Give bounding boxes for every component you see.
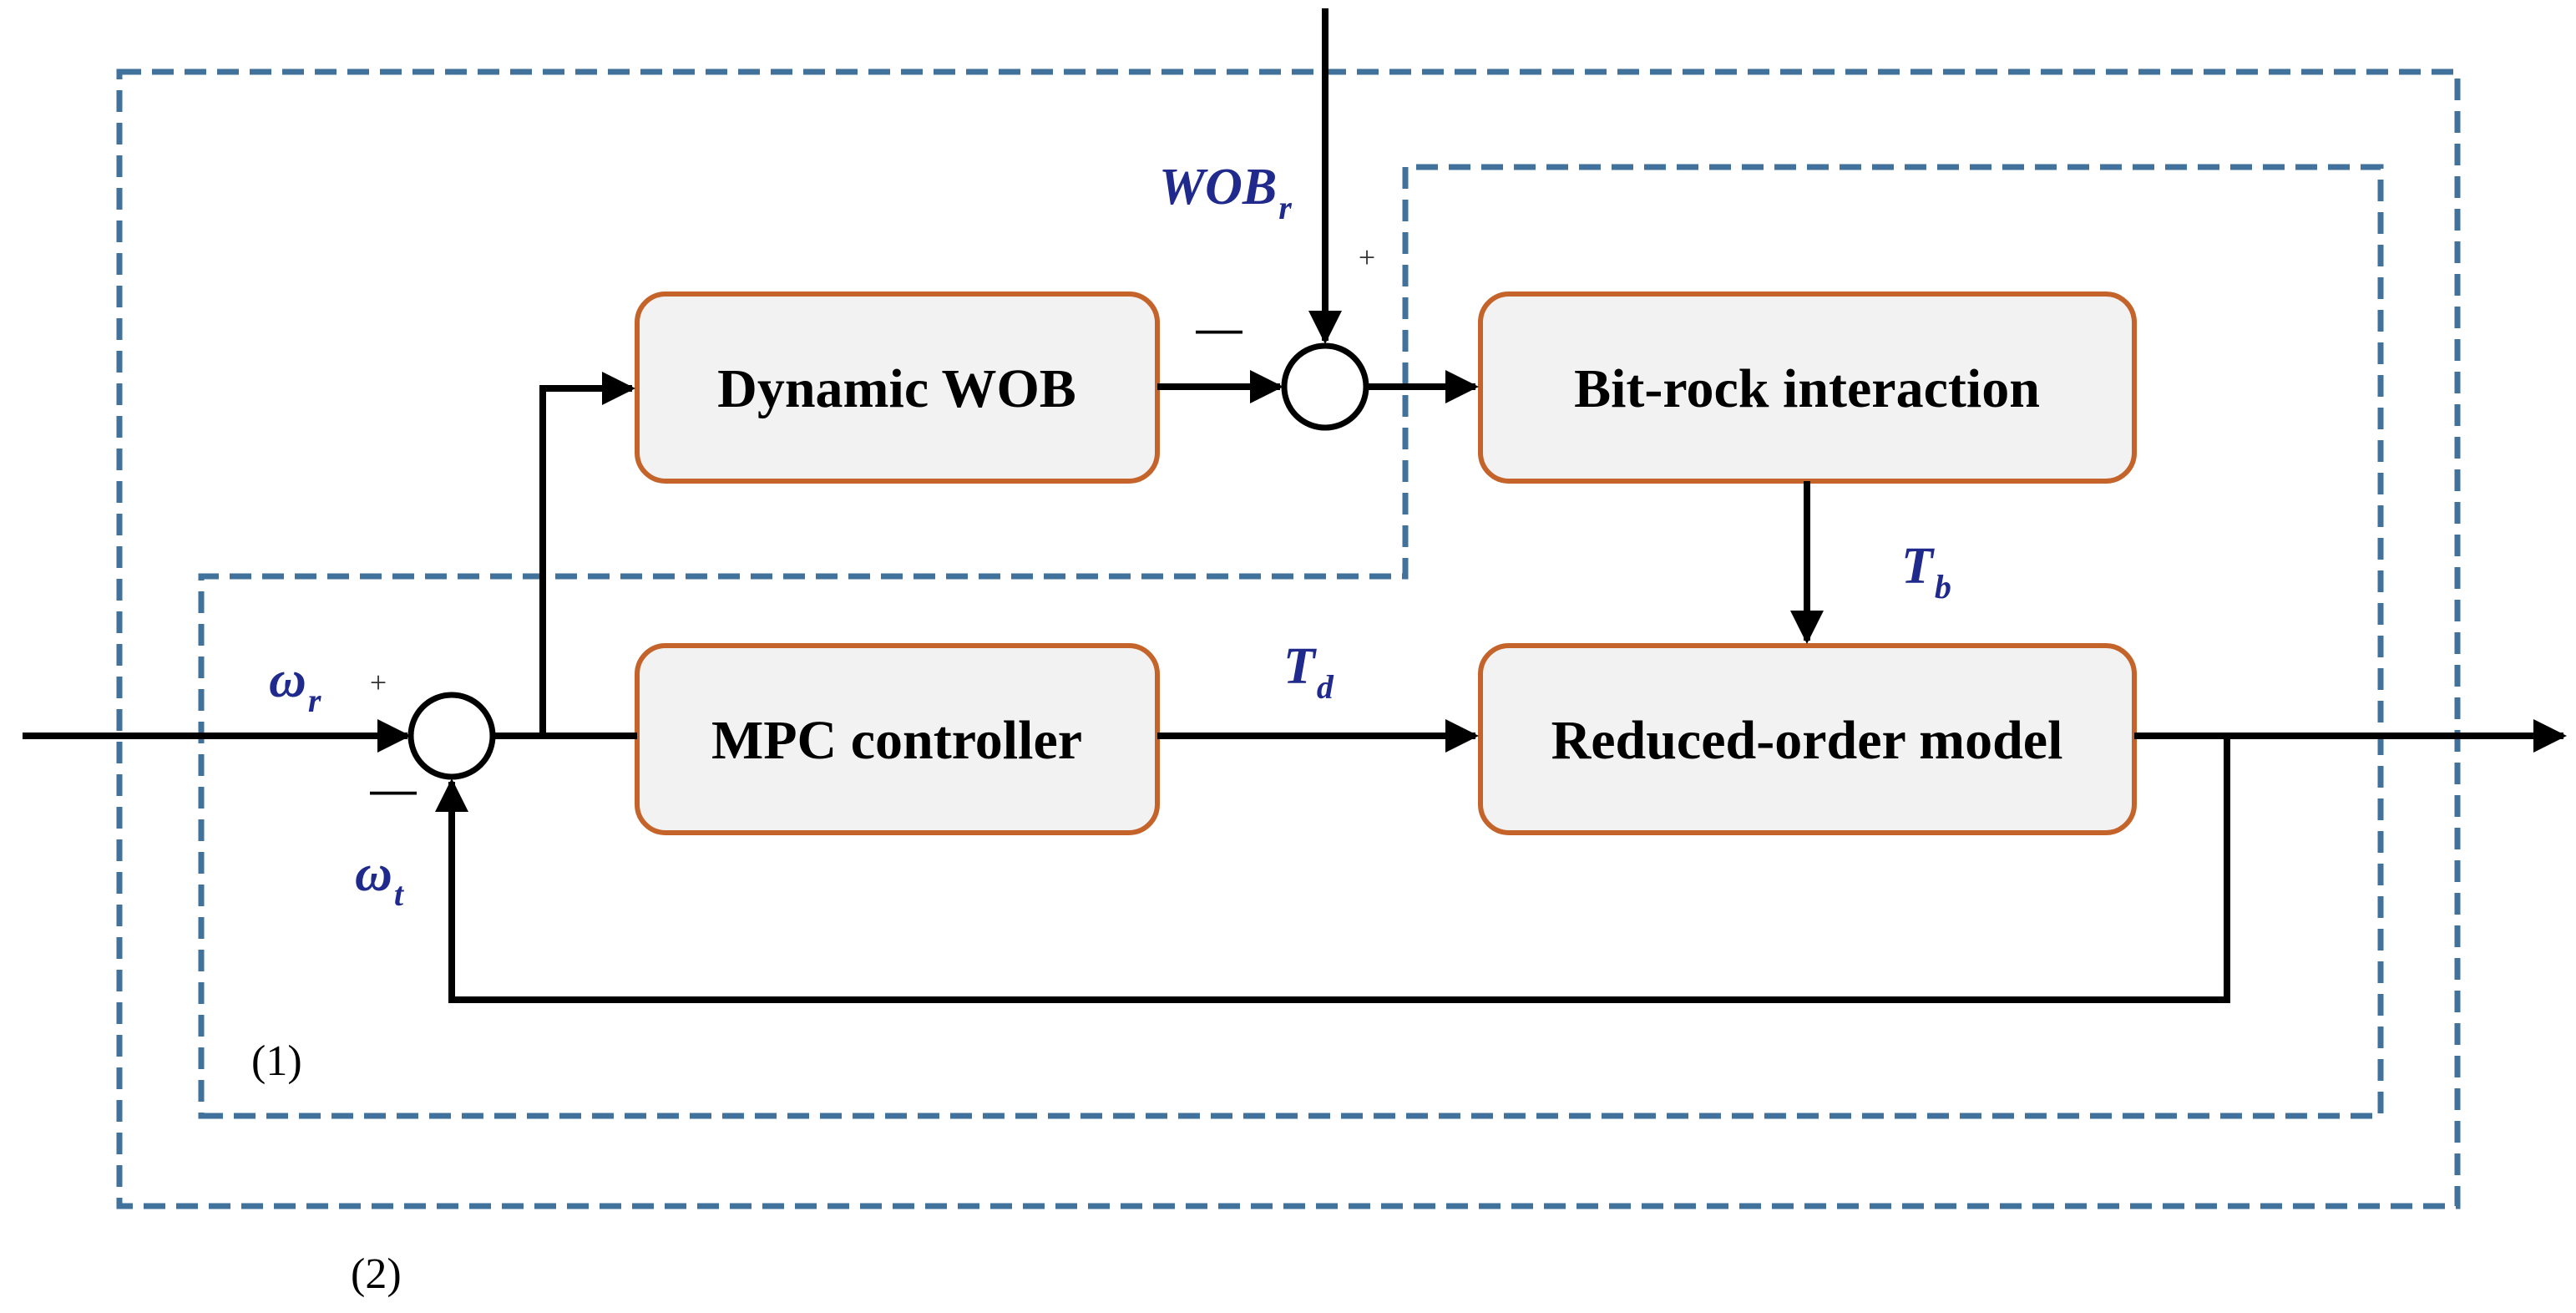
dynamic-wob-block: Dynamic WOB <box>635 291 1160 484</box>
summing-junction-top <box>1281 342 1369 431</box>
inner-dashed-region <box>198 164 2384 1119</box>
feedback-line <box>435 736 2230 1003</box>
outer-dashed-region <box>116 68 2461 1209</box>
omega-t-label: ωt <box>355 845 405 913</box>
omega-r-label: ωr <box>269 651 321 719</box>
reduced-order-label: Reduced-order model <box>1551 710 2063 771</box>
plus-sign-omega-r: + <box>370 666 387 699</box>
mpc-block: MPC controller <box>635 643 1160 835</box>
summing-junction-left <box>407 692 496 780</box>
minus-sign-dynamic-wob: — <box>1196 302 1242 354</box>
wob-r-label: WOBr <box>1159 159 1292 226</box>
bit-rock-label: Bit-rock interaction <box>1574 358 2040 419</box>
branch-to-dynamic-wob <box>539 372 635 736</box>
tb-label: Tb <box>1901 538 1951 606</box>
reduced-order-block: Reduced-order model <box>1478 643 2137 835</box>
td-label: Td <box>1283 638 1334 706</box>
minus-sign-omega-t: — <box>370 763 417 815</box>
region-1-label: (1) <box>251 1037 302 1085</box>
region-2-label: (2) <box>351 1250 402 1298</box>
dynamic-wob-label: Dynamic WOB <box>717 358 1076 419</box>
mpc-label: MPC controller <box>711 710 1082 771</box>
bit-rock-block: Bit-rock interaction <box>1478 291 2137 484</box>
plus-sign-wob-r: + <box>1359 241 1375 274</box>
